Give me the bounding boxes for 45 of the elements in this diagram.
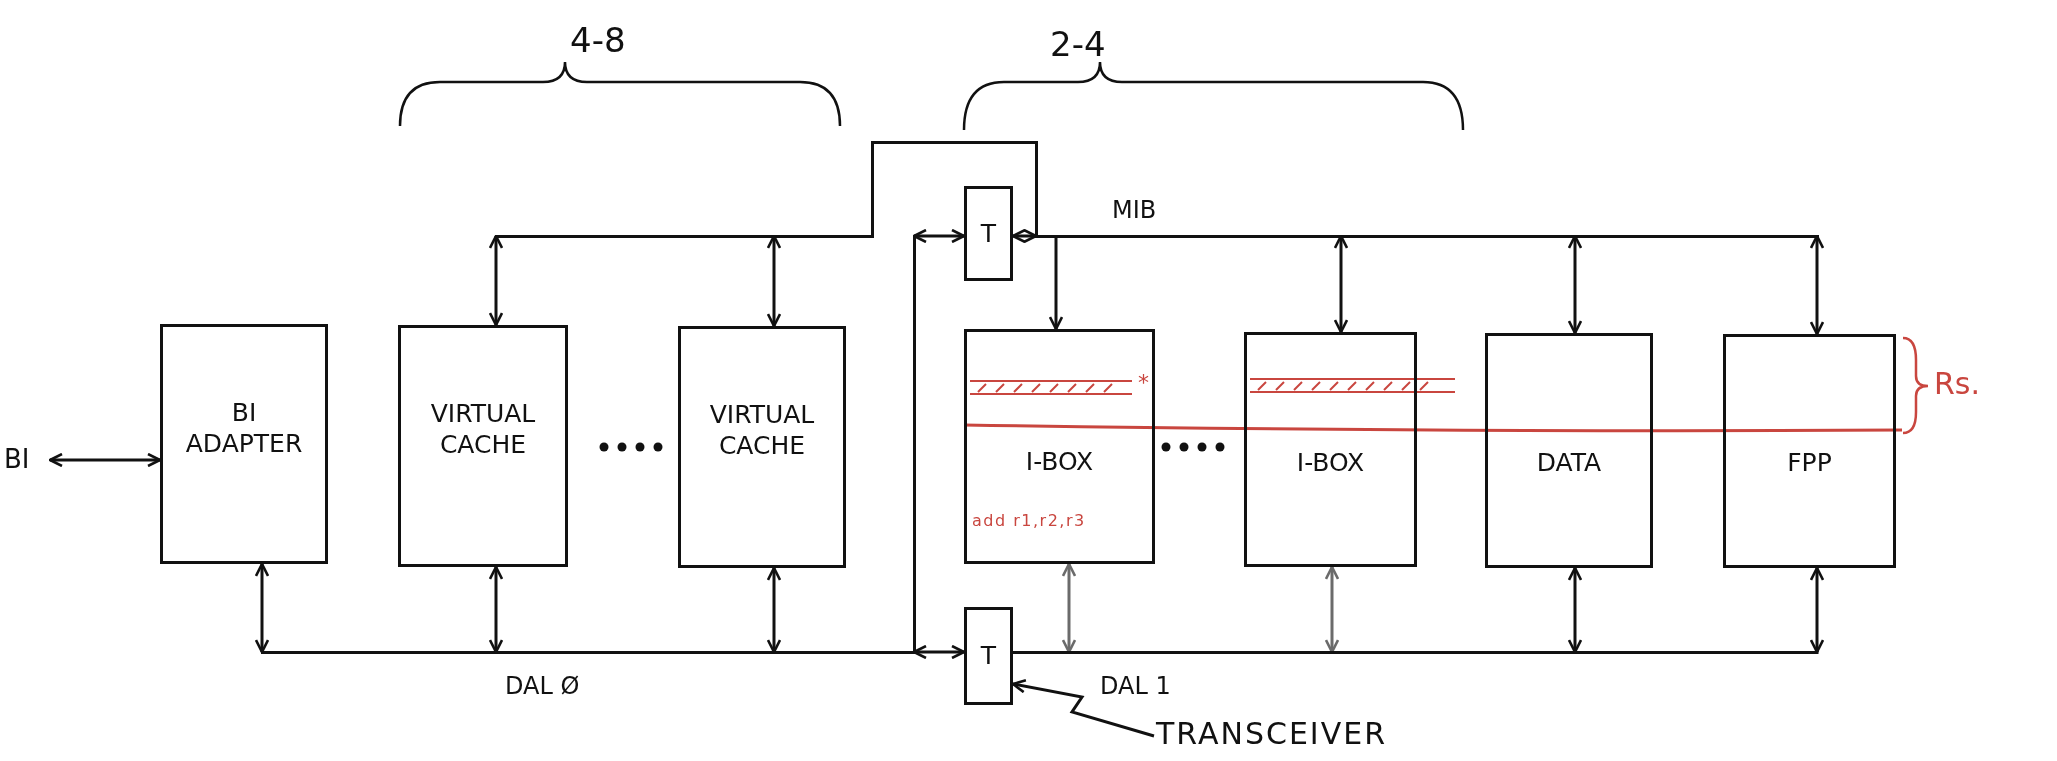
arrow [1809,566,1825,654]
bus-label: MIB [1112,196,1157,224]
annotation-label: add r1,r2,r3 [972,511,1086,530]
component-label: BI ADAPTER [184,397,304,460]
asterisk-mark: * [1138,370,1149,395]
arrow [488,565,504,654]
transceiver-box [964,607,1013,705]
bus-label: DAL Ø [505,672,580,700]
component-label: T [980,217,997,250]
component-label: T [980,640,997,672]
bus-line [1013,650,1819,654]
arrow [766,566,782,654]
arrow [912,228,966,244]
component-label: VIRTUAL CACHE [708,399,816,462]
arrow [254,562,270,654]
count-label: 2-4 [1050,24,1106,64]
transceiver-box [964,186,1013,281]
annotation-label: Rs. [1934,366,1980,401]
arrow [1011,228,1038,244]
leader-line [1011,679,1155,738]
arrow [1061,562,1077,654]
bus-line [912,234,916,654]
bus-line [1034,234,1819,238]
signal-label: BI [4,444,30,474]
component-label: DATA [1535,447,1603,479]
bus-line [260,650,916,654]
component-label: VIRTUAL CACHE [429,398,537,461]
component-box [964,329,1155,564]
component-box [1485,333,1653,568]
arrow [1048,236,1064,331]
arrow [1567,566,1583,654]
callout-label: TRANSCEIVER [1156,716,1388,751]
count-label: 4-8 [570,20,626,60]
arrow [1324,565,1340,654]
component-box [160,324,328,564]
component-box [1723,334,1896,568]
bus-label: DAL 1 [1100,672,1171,700]
component-box [678,326,846,568]
arrow [488,234,504,327]
arrow [48,452,162,468]
component-label: I-BOX [1295,447,1366,479]
component-label: I-BOX [1024,446,1095,478]
component-label: FPP [1786,447,1833,479]
component-box [1244,332,1417,567]
component-box [398,325,568,567]
